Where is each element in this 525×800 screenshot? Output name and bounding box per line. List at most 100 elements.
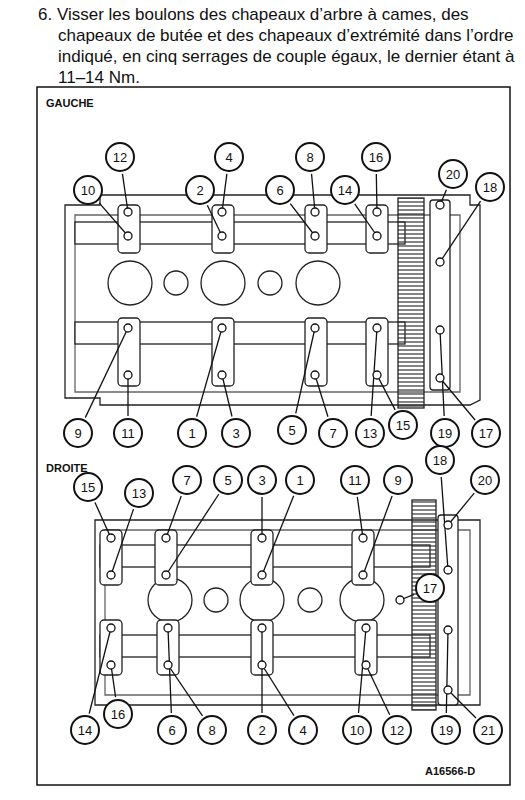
callout-text: 5 [224, 473, 231, 488]
leader-line [222, 375, 232, 416]
callout-number: 4 [214, 142, 244, 172]
leader-line [111, 509, 134, 575]
bolt-head [124, 371, 132, 379]
bolt-head [359, 534, 367, 542]
callout-number: 20 [438, 159, 468, 189]
figure-label: A16566-D [425, 765, 475, 777]
callout-text: 12 [113, 150, 127, 165]
callout-text: 20 [478, 473, 492, 488]
callout-number: 15 [73, 472, 103, 502]
callout-text: 3 [232, 426, 239, 441]
leader-line [261, 497, 262, 538]
callout-text: 16 [369, 150, 383, 165]
leader-line [262, 496, 294, 575]
bolt-head [218, 371, 226, 379]
callout-number: 20 [470, 465, 500, 495]
callout-text: 19 [438, 426, 452, 441]
bolt-head [311, 232, 319, 240]
leader-line [377, 375, 395, 410]
callout-number: 12 [105, 142, 135, 172]
bolt-head [218, 232, 226, 240]
leader-line [315, 375, 328, 417]
callout-number: 17 [415, 573, 445, 603]
bolt-head [107, 534, 115, 542]
callout-number: 14 [70, 715, 100, 745]
bolt-head [444, 686, 452, 694]
callout-text: 9 [394, 473, 401, 488]
callout-number: 3 [247, 465, 277, 495]
callout-text: 17 [423, 581, 437, 596]
callout-number: 19 [430, 418, 460, 448]
bolt-head [107, 624, 115, 632]
callout-text: 19 [439, 723, 453, 738]
callout-number: 13 [124, 478, 154, 508]
callout-number: 5 [277, 415, 307, 445]
callout-number: 2 [247, 715, 277, 745]
callout-number: 6 [265, 175, 295, 205]
bolt-head [258, 624, 266, 632]
bolt-head [162, 571, 170, 579]
leader-line [448, 493, 474, 525]
callout-text: 9 [74, 426, 81, 441]
instruction-text: 6. Visser les boulons des chapeaux d’arb… [38, 4, 525, 88]
leader-line [312, 174, 315, 212]
leader-line [207, 205, 222, 236]
figure-label: GAUCHE [46, 97, 94, 109]
leader-line [376, 174, 378, 212]
bolt-head [444, 626, 452, 634]
bolt-head [124, 232, 132, 240]
callout-text: 6 [276, 183, 283, 198]
callout-text: 14 [338, 183, 352, 198]
callout-number: 21 [473, 715, 503, 745]
callout-text: 10 [81, 183, 95, 198]
callout-number: 2 [185, 175, 215, 205]
bolt-head [164, 624, 172, 632]
leader-line [122, 174, 128, 212]
callout-text: 6 [168, 723, 175, 738]
bolt-head [218, 208, 226, 216]
callout-text: 3 [258, 473, 265, 488]
leader-line [127, 375, 128, 416]
bolt-head [359, 571, 367, 579]
callout-number: 15 [388, 410, 418, 440]
bolt-head [373, 232, 381, 240]
callout-number: 9 [383, 465, 413, 495]
leader-line [446, 630, 448, 713]
callout-text: 21 [481, 723, 495, 738]
callout-text: 1 [188, 426, 195, 441]
callout-text: 1 [296, 473, 303, 488]
callout-text: 4 [299, 723, 306, 738]
callout-text: 2 [196, 183, 203, 198]
callout-text: 18 [433, 453, 447, 468]
bolt-head [362, 661, 370, 669]
callout-number: 7 [318, 418, 348, 448]
callout-number: 11 [113, 418, 143, 448]
leader-line [440, 201, 481, 262]
bolt-head [444, 566, 452, 574]
bolt-head [444, 521, 452, 529]
bolt-head [124, 324, 132, 332]
bolt-head [436, 201, 444, 209]
bolt-head [436, 258, 444, 266]
callout-number: 12 [382, 715, 412, 745]
bolt-head [258, 534, 266, 542]
callout-number: 8 [197, 715, 227, 745]
bolt-head [396, 596, 404, 604]
bolt-head [258, 571, 266, 579]
callout-text: 11 [121, 426, 135, 441]
bolt-head [258, 661, 266, 669]
callout-number: 16 [361, 142, 391, 172]
bolt-head [218, 324, 226, 332]
callout-number: 13 [355, 418, 385, 448]
callout-text: 20 [446, 167, 460, 182]
bolt-head [373, 371, 381, 379]
bolt-head [436, 374, 444, 382]
callout-text: 15 [81, 480, 95, 495]
callout-text: 8 [208, 723, 215, 738]
callout-number: 8 [295, 142, 325, 172]
bolt-head [107, 571, 115, 579]
callout-number: 11 [340, 465, 370, 495]
leader-line [166, 494, 219, 575]
leader-line [296, 328, 315, 413]
bolt-head [162, 534, 170, 542]
